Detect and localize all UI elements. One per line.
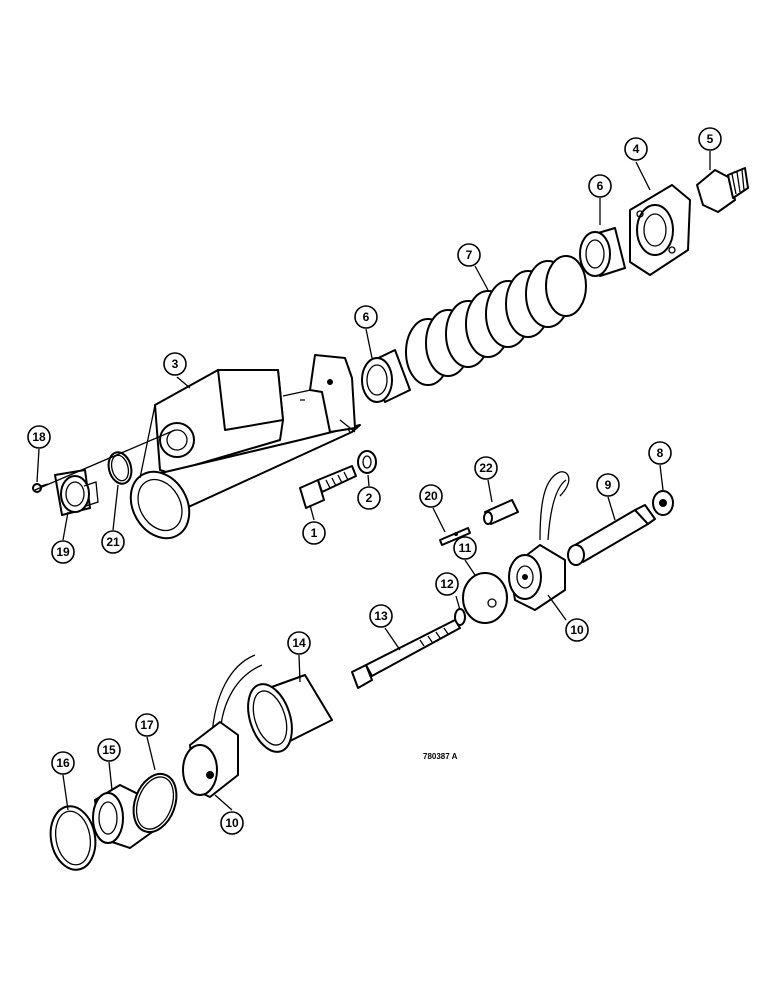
part-cylinder-housing xyxy=(129,354,361,540)
callout-4: 4 xyxy=(624,137,648,161)
callout-13: 13 xyxy=(369,604,393,628)
part-fitting xyxy=(696,167,749,213)
part-bolt xyxy=(299,465,357,509)
part-bushing-right xyxy=(579,227,626,277)
part-sleeve-22 xyxy=(483,499,519,525)
leader-lines xyxy=(34,151,711,811)
part-coil-upper xyxy=(508,471,570,611)
svg-text:12: 12 xyxy=(440,577,454,591)
part-retaining-ring-16 xyxy=(49,805,97,871)
part-lock-washer-2 xyxy=(357,450,377,474)
part-receptacle xyxy=(54,469,99,516)
callout-14: 14 xyxy=(287,631,311,655)
svg-text:9: 9 xyxy=(605,478,612,492)
callout-12: 12 xyxy=(435,572,459,596)
part-o-ring-17 xyxy=(132,772,178,834)
callout-6b: 6 xyxy=(588,174,612,198)
svg-text:6: 6 xyxy=(597,179,604,193)
callout-10a: 10 xyxy=(565,618,589,642)
svg-text:14: 14 xyxy=(292,636,306,650)
part-flange xyxy=(629,184,691,276)
svg-text:10: 10 xyxy=(225,816,239,830)
svg-text:13: 13 xyxy=(374,609,388,623)
callout-6a: 6 xyxy=(354,305,378,329)
callout-17: 17 xyxy=(135,713,159,737)
part-shaft xyxy=(567,504,656,566)
svg-text:3: 3 xyxy=(172,357,179,371)
callout-11: 11 xyxy=(453,536,477,560)
svg-text:21: 21 xyxy=(106,535,120,549)
callout-16: 16 xyxy=(51,751,75,775)
part-washer-8 xyxy=(652,490,674,516)
callout-19: 19 xyxy=(51,540,75,564)
svg-text:16: 16 xyxy=(56,756,70,770)
svg-text:5: 5 xyxy=(707,132,714,146)
svg-text:19: 19 xyxy=(56,545,70,559)
callout-5: 5 xyxy=(698,127,722,151)
part-bushing-left xyxy=(361,349,411,403)
figure-code: 780387 A xyxy=(423,752,458,761)
svg-text:17: 17 xyxy=(140,718,154,732)
svg-text:7: 7 xyxy=(466,248,473,262)
svg-text:6: 6 xyxy=(363,310,370,324)
svg-text:18: 18 xyxy=(32,430,46,444)
svg-text:20: 20 xyxy=(424,489,438,503)
part-pin-20 xyxy=(439,527,471,546)
callout-20: 20 xyxy=(419,484,443,508)
part-long-bolt xyxy=(351,619,461,689)
part-o-ring-21 xyxy=(107,451,133,485)
svg-text:11: 11 xyxy=(459,541,472,555)
callout-2: 2 xyxy=(357,486,381,510)
part-spring xyxy=(405,255,587,386)
callout-3: 3 xyxy=(163,352,187,376)
part-sleeve-14 xyxy=(247,674,333,753)
svg-text:2: 2 xyxy=(366,491,373,505)
callout-21: 21 xyxy=(101,530,125,554)
svg-text:4: 4 xyxy=(633,142,640,156)
callout-9: 9 xyxy=(596,473,620,497)
callout-7: 7 xyxy=(457,243,481,267)
callout-22: 22 xyxy=(474,456,498,480)
svg-text:10: 10 xyxy=(570,623,584,637)
callout-8: 8 xyxy=(648,441,672,465)
svg-text:22: 22 xyxy=(479,461,493,475)
callout-10b: 10 xyxy=(220,811,244,835)
svg-text:8: 8 xyxy=(657,446,664,460)
callout-18: 18 xyxy=(27,425,51,449)
part-disc-11 xyxy=(462,572,508,624)
svg-text:15: 15 xyxy=(102,743,116,757)
callout-15: 15 xyxy=(97,738,121,762)
callout-1: 1 xyxy=(302,521,326,545)
part-coil-lower xyxy=(182,654,263,798)
svg-text:1: 1 xyxy=(311,526,318,540)
callouts: 1 2 3 4 5 6 6 7 xyxy=(27,127,722,835)
